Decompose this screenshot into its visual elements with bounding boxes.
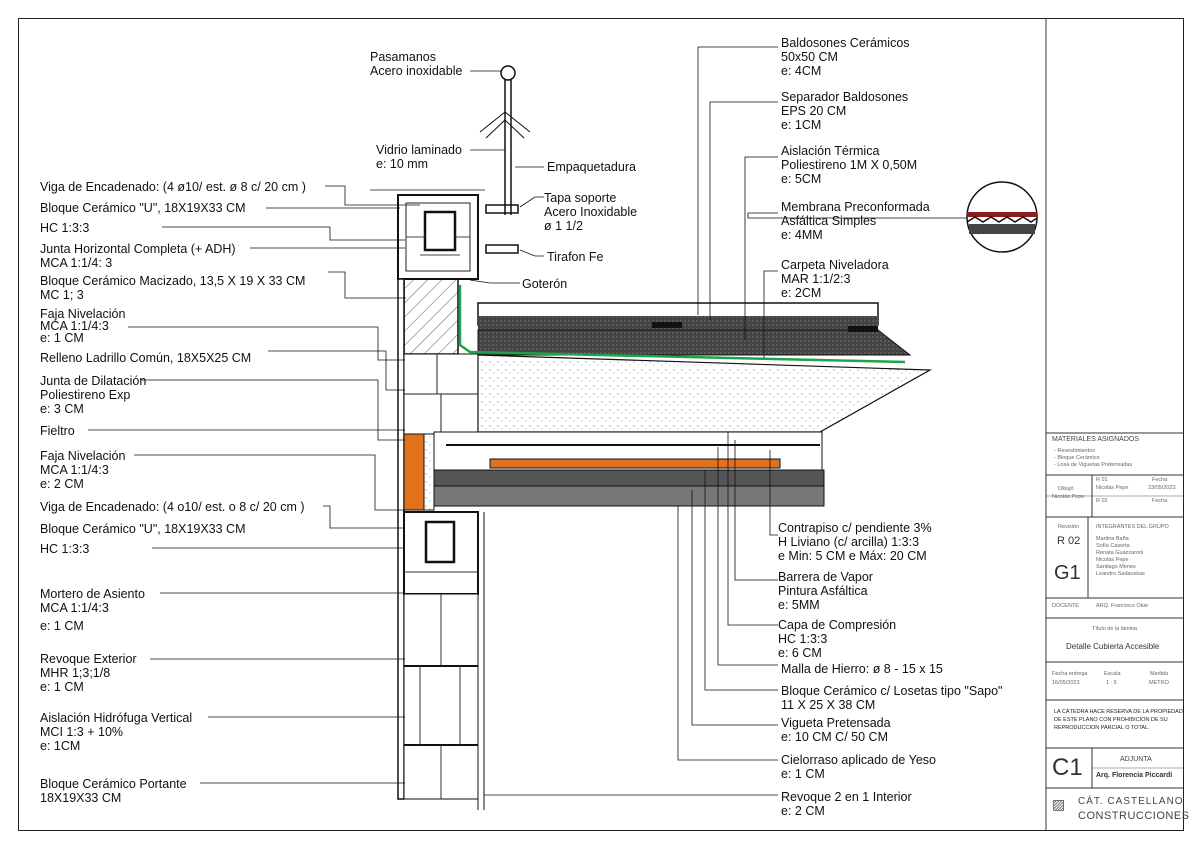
membrane-detail	[966, 181, 1038, 253]
catedra-line-2: CONSTRUCCIONES	[1078, 810, 1190, 822]
drawing-sheet	[18, 18, 1184, 831]
integrantes-title: INTEGRANTES DEL GRUPO	[1096, 524, 1169, 530]
label-junta-horizontal: Junta Horizontal Completa (+ ADH)MCA 1:1…	[40, 242, 236, 270]
label-bloque-macizado: Bloque Cerámico Macizado, 13,5 X 19 X 33…	[40, 274, 306, 302]
titulo-value: Detalle Cubierta Accesible	[1066, 642, 1160, 651]
title-block-frame	[1045, 18, 1184, 831]
leader-lines-right	[484, 46, 967, 796]
label-fieltro: Fieltro	[40, 424, 75, 438]
medida-label: Medida	[1150, 671, 1169, 677]
handrail	[370, 65, 531, 254]
revision-label: Revisión	[1058, 524, 1080, 530]
label-empaquetadura: Empaquetadura	[547, 160, 636, 174]
label-bloque-u-2: Bloque Cerámico "U", 18X19X33 CM	[40, 522, 246, 536]
materiales-title: MATERIALES ASIGNADOS	[1052, 436, 1140, 443]
fecha-entrega-value: 16/05/2023	[1052, 680, 1080, 686]
escala-value: 1 : 5	[1106, 680, 1117, 686]
r01: R 01	[1096, 477, 1108, 483]
leader-lines	[88, 70, 544, 784]
label-bloque-sapo: Bloque Cerámico c/ Losetas tipo "Sapo"11…	[781, 684, 1003, 712]
roof-slab	[433, 285, 933, 507]
materiales-list: - Revestimientos- Bloque Cerámico- Losa …	[1054, 448, 1133, 468]
dibujo-label: Dibujó	[1058, 486, 1074, 492]
docente-label: DOCENTE	[1052, 603, 1079, 609]
label-viga-2: Viga de Encadenado: (4 o10/ est. o 8 c/ …	[40, 500, 305, 514]
r02: R 02	[1096, 498, 1108, 504]
medida-value: METRO	[1149, 680, 1169, 686]
adjunta-label: ADJUNTA	[1120, 756, 1152, 763]
adjunta-name: Arq. Florencia Piccardi	[1096, 772, 1173, 779]
fecha-label-2: Fecha	[1152, 498, 1168, 504]
grupo-code: G1	[1054, 562, 1081, 584]
label-hc-2: HC 1:3:3	[40, 542, 90, 556]
escala-label: Escala	[1104, 671, 1121, 677]
fecha-entrega-label: Fecha entrega	[1052, 671, 1088, 677]
titulo-label: Título de la lámina	[1092, 626, 1137, 632]
revision-value: R 02	[1057, 535, 1081, 547]
wall-section	[397, 194, 485, 810]
catedra-line-1: CÁT. CASTELLANO	[1078, 796, 1184, 807]
label-hc-1: HC 1:3:3	[40, 221, 90, 235]
r01-name: Nicolás Pepe	[1096, 485, 1129, 491]
label-goteron: Goterón	[522, 277, 568, 291]
label-viga-1: Viga de Encadenado: (4 ø10/ est. ø 8 c/ …	[40, 180, 306, 194]
label-malla: Malla de Hierro: ø 8 - 15 x 15	[781, 662, 943, 676]
label-bloque-u-1: Bloque Cerámico "U", 18X19X33 CM	[40, 201, 246, 215]
label-relleno: Relleno Ladrillo Común, 18X5X25 CM	[40, 351, 252, 365]
sheet-code: C1	[1052, 754, 1083, 781]
docente-name: ARQ. Francisco Okar	[1096, 603, 1149, 609]
fecha-label: Fecha	[1152, 477, 1168, 483]
dibujo-name: Nicolás Pepe	[1052, 494, 1085, 500]
label-tirafon: Tirafon Fe	[547, 250, 604, 264]
fecha-value: 23/05/2023	[1148, 485, 1176, 491]
label-contrapiso: Contrapiso c/ pendiente 3%H Liviano (c/ …	[778, 521, 932, 563]
catedra-logo-icon: ▨	[1052, 796, 1066, 812]
